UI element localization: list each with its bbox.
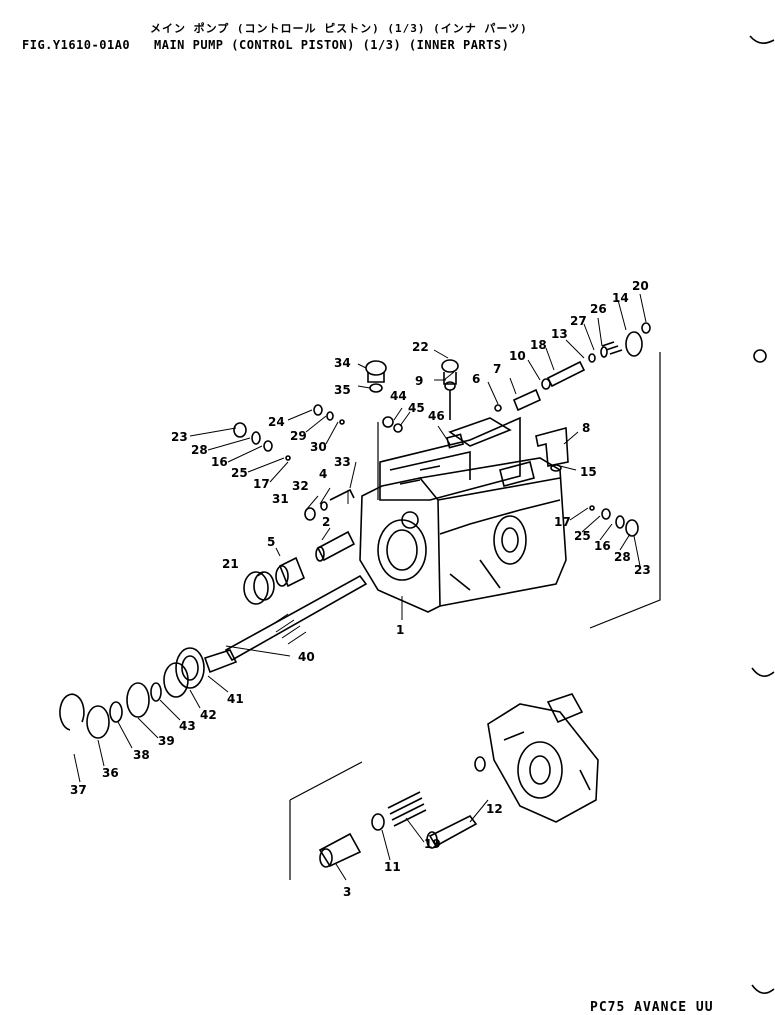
ring-part (163, 662, 189, 698)
callout-label: 4 (319, 467, 327, 481)
gear-part (243, 571, 269, 605)
bearing-part (175, 647, 205, 689)
callout-label: 16 (594, 539, 611, 553)
small-parts-upper (233, 322, 651, 537)
callout-label: 33 (334, 455, 351, 469)
callout-label: 43 (179, 719, 196, 733)
callout-label: 21 (222, 557, 239, 571)
callout-label: 23 (634, 563, 651, 577)
callout-label: 17 (554, 515, 571, 529)
pump-body (359, 416, 567, 613)
callout-label: 6 (472, 372, 480, 386)
callout-label: 44 (390, 389, 407, 403)
callout-label: 25 (231, 466, 248, 480)
callout-label: 27 (570, 314, 587, 328)
callout-label: 36 (102, 766, 119, 780)
callout-label: 23 (171, 430, 188, 444)
bracket-line (289, 761, 363, 880)
seal-part (86, 705, 110, 739)
callout-label: 13 (551, 327, 568, 341)
binder-hole-mark (751, 984, 775, 994)
callout-label: 9 (415, 374, 423, 388)
callout-label: 10 (509, 349, 526, 363)
callout-label: 34 (334, 356, 351, 370)
callout-label: 19 (424, 837, 441, 851)
callout-label: 41 (227, 692, 244, 706)
binder-hole-mark (751, 667, 775, 677)
callout-label: 12 (486, 802, 503, 816)
callout-label: 38 (133, 748, 150, 762)
ring-part (126, 682, 150, 718)
binder-hole-mark (753, 349, 767, 363)
callout-label: 25 (574, 529, 591, 543)
snap-ring-part (59, 693, 85, 731)
callout-label: 22 (412, 340, 429, 354)
bracket-line (589, 352, 661, 629)
callout-label: 28 (191, 443, 208, 457)
callout-label: 39 (158, 734, 175, 748)
callout-label: 31 (272, 492, 289, 506)
japanese-title: メイン ポンプ (コントロール ピストン) (1/3) (インナ パーツ) (150, 22, 528, 35)
piston-part (278, 556, 306, 588)
callout-label: 45 (408, 401, 425, 415)
ring-part (109, 701, 123, 723)
callout-label: 8 (582, 421, 590, 435)
callout-label: 42 (200, 708, 217, 722)
callout-label: 14 (612, 291, 629, 305)
model-footer: PC75 AVANCE UU (590, 1000, 714, 1015)
figure-title: MAIN PUMP (CONTROL PISTON) (1/3) (INNER … (154, 38, 510, 52)
callout-label: 20 (632, 279, 649, 293)
callout-label: 16 (211, 455, 228, 469)
callout-label: 26 (590, 302, 607, 316)
callout-label: 40 (298, 650, 315, 664)
callout-label: 11 (384, 860, 401, 874)
callout-label: 5 (267, 535, 275, 549)
drive-shaft (203, 574, 368, 674)
binder-hole-mark (749, 35, 775, 44)
callout-label: 15 (580, 465, 597, 479)
callout-label: 2 (322, 515, 330, 529)
callout-label: 35 (334, 383, 351, 397)
bracket-part (535, 426, 569, 467)
callout-label: 28 (614, 550, 631, 564)
callout-label: 24 (268, 415, 285, 429)
callout-label: 30 (310, 440, 327, 454)
callout-label: 17 (253, 477, 270, 491)
callout-label: 7 (493, 362, 501, 376)
callout-label: 29 (290, 429, 307, 443)
lower-assembly (318, 693, 599, 868)
piston-part (316, 530, 356, 562)
callout-label: 37 (70, 783, 87, 797)
figure-id: FIG.Y1610-01A0 (22, 38, 131, 52)
callout-label: 3 (343, 885, 351, 899)
callout-label: 32 (292, 479, 309, 493)
callout-label: 18 (530, 338, 547, 352)
callout-labels: 1 2 3 4 5 6 7 8 9 10 11 12 13 14 15 16 1… (70, 279, 651, 899)
ring-part (150, 682, 162, 702)
callout-label: 1 (396, 623, 404, 637)
callout-label: 46 (428, 409, 445, 423)
